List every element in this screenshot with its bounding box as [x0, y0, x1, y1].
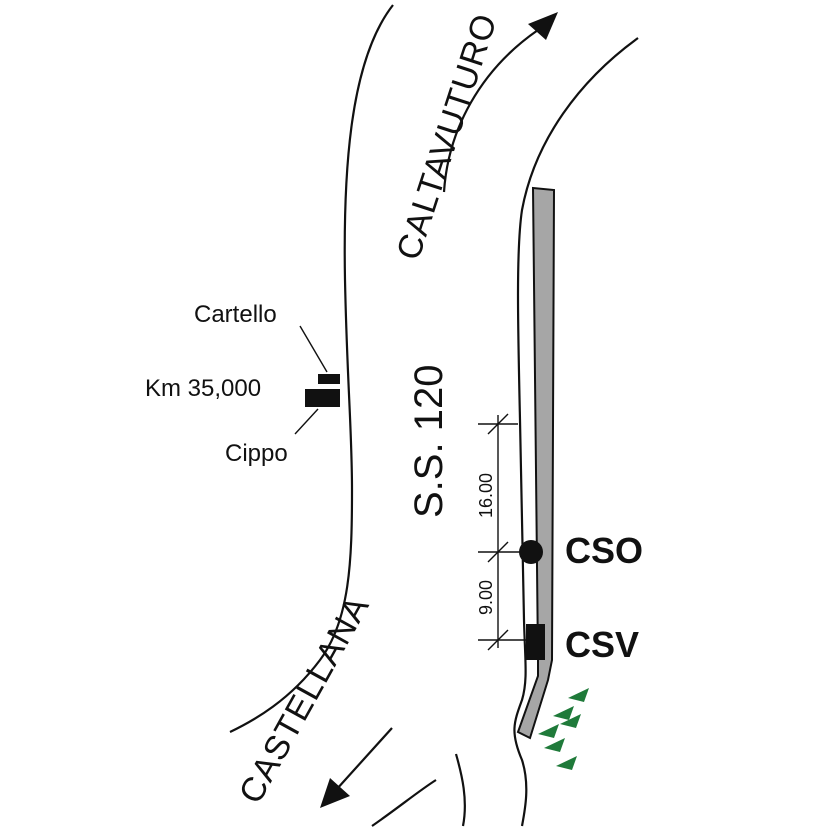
- dimension-lower-label: 9.00: [476, 580, 496, 615]
- cso-station-icon: [519, 540, 543, 564]
- csv-label: CSV: [565, 624, 639, 665]
- sign-icon: [318, 374, 340, 384]
- arrow-north-icon: [442, 12, 558, 193]
- dimension-line: [478, 413, 530, 651]
- sign-leader-line: [299, 325, 328, 373]
- csv-station-icon: [526, 624, 545, 660]
- sign-label: Cartello: [194, 301, 277, 328]
- cso-label: CSO: [565, 530, 643, 571]
- lay-by: [516, 186, 556, 740]
- milestone-icon: [305, 389, 340, 407]
- highway-label: S.S. 120: [407, 365, 451, 518]
- dimension-upper-label: 16.00: [476, 473, 496, 518]
- road-edge-west: [229, 4, 394, 733]
- km-label: Km 35,000: [145, 375, 261, 402]
- corner-curve-1: [371, 779, 437, 827]
- vegetation-icon: [538, 688, 589, 770]
- arrow-south-icon: [320, 727, 393, 808]
- milestone-leader-line: [294, 408, 319, 435]
- road-south-label: CASTELLANA: [232, 589, 377, 810]
- corner-curve-2: [454, 753, 466, 827]
- road-edge-east: [513, 37, 639, 827]
- road-north-label: CALTAVUTURO: [389, 9, 504, 265]
- milestone-label: Cippo: [225, 440, 288, 467]
